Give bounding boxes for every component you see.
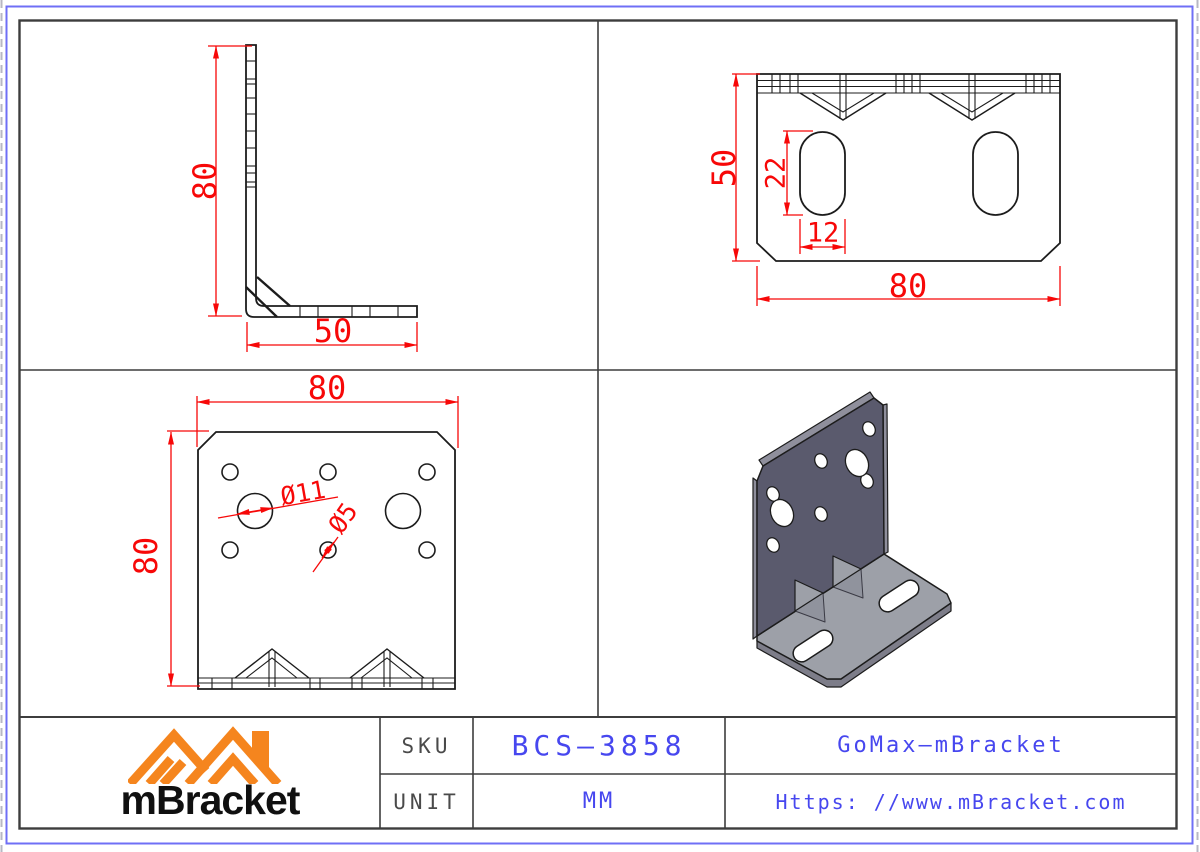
iso-view xyxy=(752,391,952,688)
side-width-dim-text: 50 xyxy=(314,312,353,350)
side-view: 80 50 xyxy=(186,44,418,352)
unit-label: UNIT xyxy=(393,789,460,814)
logo-roofs-icon xyxy=(128,726,282,784)
top-view: 50 22 12 80 xyxy=(705,73,1061,306)
side-height-dim-text: 80 xyxy=(186,162,224,201)
iso-slot xyxy=(792,629,834,663)
front-width-dim-text: 80 xyxy=(308,369,347,407)
top-slot-width-dim-text: 12 xyxy=(807,218,840,249)
front-height-dim-text: 80 xyxy=(127,537,165,576)
top-width-dim-text: 80 xyxy=(889,267,928,305)
iso-holes xyxy=(766,421,876,553)
sku-label: SKU xyxy=(401,733,452,758)
brand-logo: mBracket xyxy=(100,722,320,826)
iso-slot xyxy=(878,579,920,613)
sheet-border xyxy=(5,5,1194,845)
frame-grid xyxy=(18,19,1178,830)
product-name: GoMax—mBracket xyxy=(837,733,1065,758)
website-link: Https: //www.mBracket.com xyxy=(775,789,1127,814)
slot-right xyxy=(972,131,1019,216)
unit-value: MM xyxy=(582,789,616,814)
sku-value: BCS—3858 xyxy=(511,729,687,762)
iso-gusset xyxy=(832,555,862,588)
logo-text: mBracket xyxy=(120,777,301,823)
front-view: 80 80 Ø11 Ø5 xyxy=(127,369,459,690)
iso-gusset xyxy=(794,579,824,612)
slot-left xyxy=(799,131,846,216)
top-depth-dim-text: 50 xyxy=(705,149,743,188)
top-slot-length-dim-text: 22 xyxy=(761,157,792,190)
